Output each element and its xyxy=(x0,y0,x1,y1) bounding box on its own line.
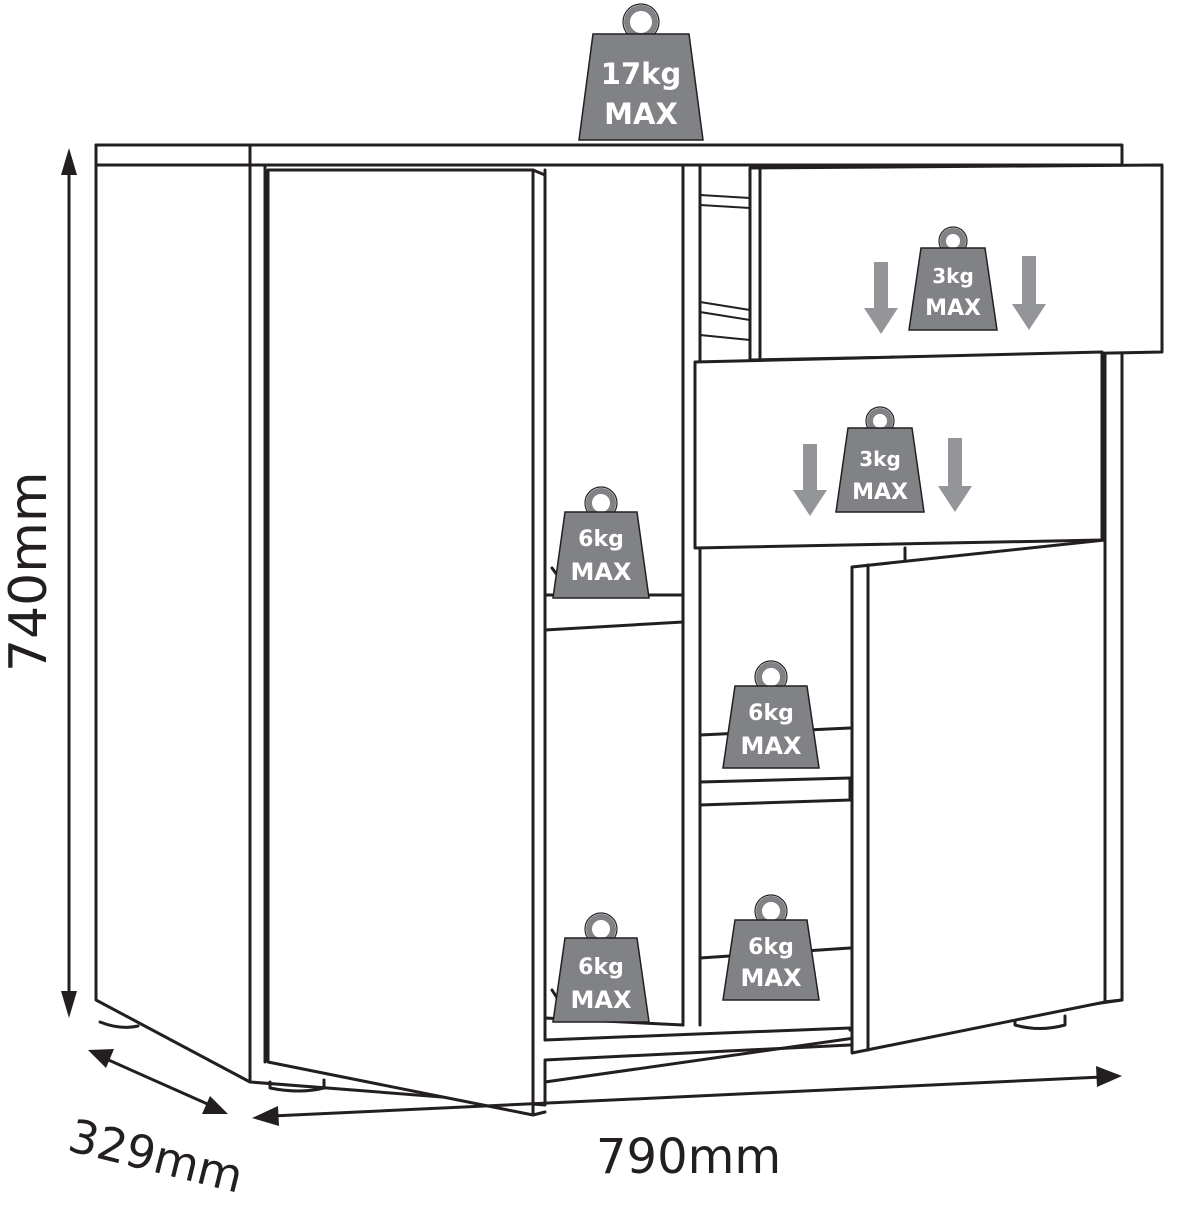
height-dimension xyxy=(61,148,77,1018)
height-label: 740mm xyxy=(0,471,59,672)
weight-icon-left-shelf-upper: 6kg MAX xyxy=(552,486,650,599)
top-panel xyxy=(94,143,1124,167)
arrow-down-icon xyxy=(938,438,972,512)
weight-icon-drawer-lower: 3kg MAX xyxy=(835,406,925,513)
weight-right-shelf-upper-value: 6kg xyxy=(748,701,794,726)
weight-drawer-upper-unit: MAX xyxy=(925,296,981,321)
weight-icon-top: 17kg MAX xyxy=(578,3,704,141)
right-shelf-upper xyxy=(698,776,852,807)
weight-right-shelf-upper-unit: MAX xyxy=(741,732,802,760)
arrow-down-icon xyxy=(1012,256,1046,330)
weight-icon-drawer-upper: 3kg MAX xyxy=(908,226,998,331)
right-door xyxy=(850,538,1107,1055)
weight-left-shelf-lower-unit: MAX xyxy=(571,986,632,1014)
weight-drawer-lower-unit: MAX xyxy=(852,480,908,505)
foot-left xyxy=(268,1078,326,1093)
weight-left-shelf-upper-value: 6kg xyxy=(578,527,624,552)
weight-top-value: 17kg xyxy=(601,57,681,91)
foot-right xyxy=(1013,1014,1067,1030)
weight-icon-right-shelf-upper: 6kg MAX xyxy=(722,660,820,769)
weight-right-shelf-lower-unit: MAX xyxy=(741,964,802,992)
foot-front-left xyxy=(98,1020,140,1029)
weight-left-shelf-upper-unit: MAX xyxy=(571,558,632,586)
cabinet-interior xyxy=(543,163,907,1062)
weight-top-unit: MAX xyxy=(604,97,678,131)
weight-drawer-lower-value: 3kg xyxy=(859,447,901,471)
arrow-down-icon xyxy=(864,262,898,334)
width-label: 790mm xyxy=(596,1129,781,1185)
depth-dimension xyxy=(88,1049,228,1114)
left-door xyxy=(266,168,535,1117)
arrow-down-icon xyxy=(793,444,827,516)
depth-label: 329mm xyxy=(63,1108,248,1203)
weight-right-shelf-lower-value: 6kg xyxy=(748,935,794,960)
left-shelf-upper xyxy=(543,593,685,632)
weight-drawer-upper-value: 3kg xyxy=(932,264,974,288)
weight-icon-left-shelf-lower: 6kg MAX xyxy=(552,912,650,1023)
weight-left-shelf-lower-value: 6kg xyxy=(578,955,624,980)
weight-icon-right-shelf-lower: 6kg MAX xyxy=(722,894,820,1001)
width-dimension xyxy=(252,1066,1122,1126)
left-side-panel xyxy=(94,143,252,1084)
